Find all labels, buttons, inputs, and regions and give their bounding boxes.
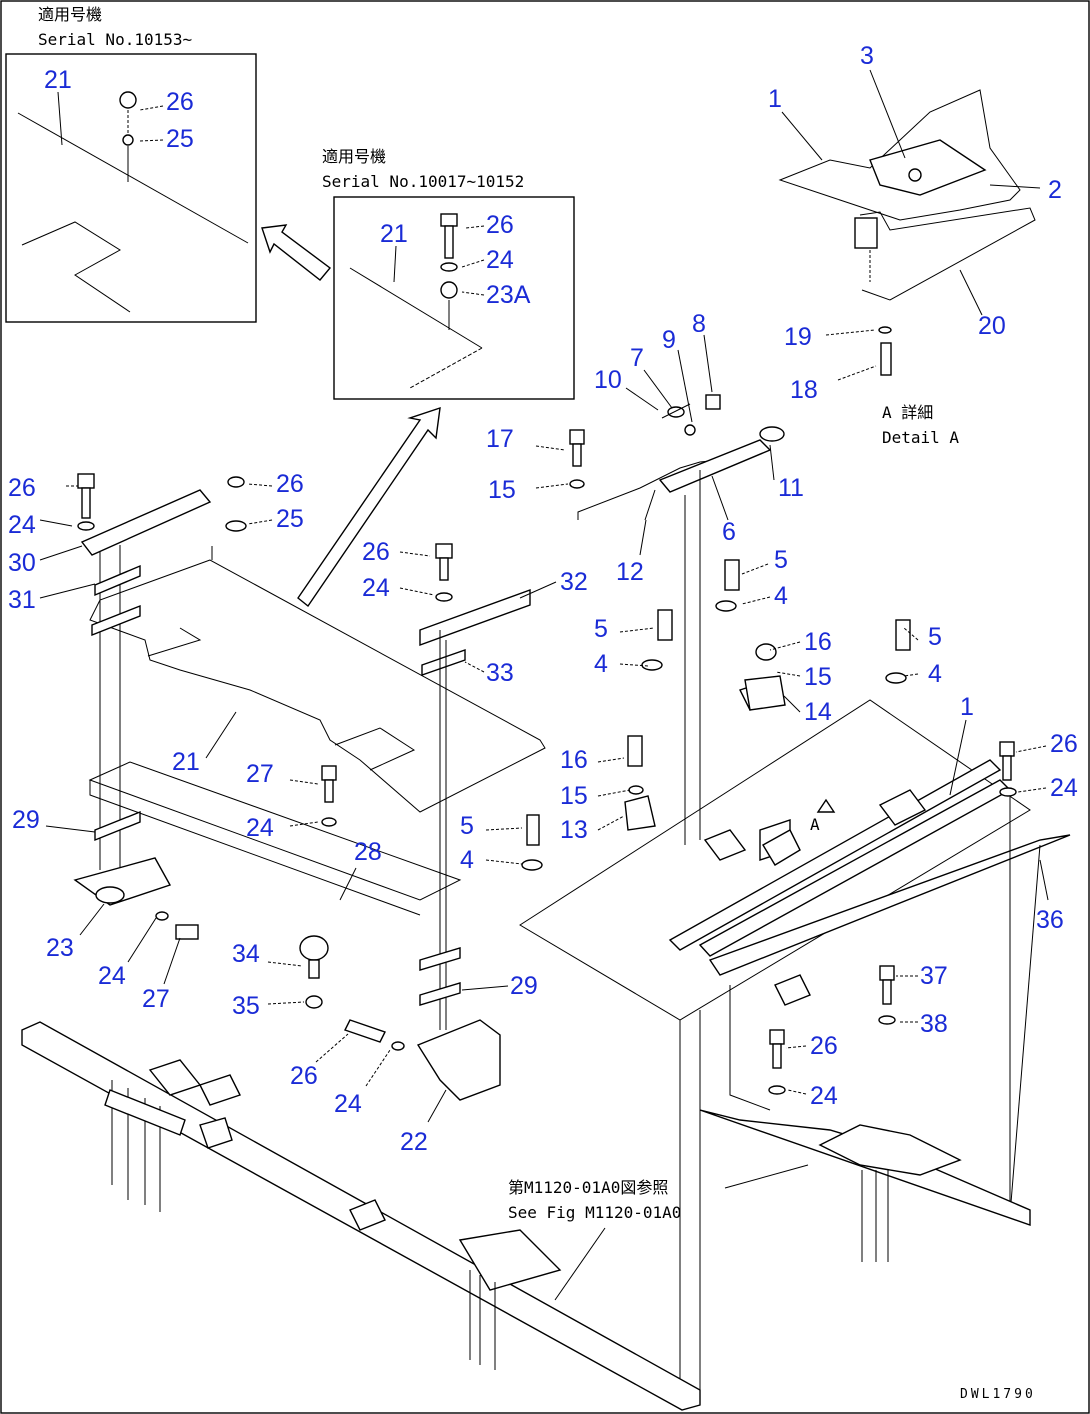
detail-a-drawing [778,89,1036,376]
callout-24: 24 [362,574,390,602]
callout-25: 25 [276,505,304,533]
see-fig-jp-note: 第M1120-01A0図参照 [508,1178,668,1197]
callout-20: 20 [978,312,1006,340]
callout-4: 4 [928,660,942,688]
callout-27: 27 [142,985,170,1013]
leader-lines [39,69,1049,1123]
callout-26: 26 [486,211,514,239]
left-cover-assembly [73,473,546,1101]
arrow-to-left-inset [261,224,332,281]
callout-16: 16 [560,746,588,774]
inset-left-box [5,53,257,323]
bottom-frame-rails [21,1021,1031,1411]
callout-4: 4 [774,582,788,610]
callout-32: 32 [560,568,588,596]
callout-28: 28 [354,838,382,866]
right-floor-plate [519,559,1071,1408]
inset-mid-box [333,196,575,400]
inset-left-serial-note: Serial No.10153~ [38,30,192,49]
callout-26: 26 [166,88,194,116]
callout-24: 24 [246,814,274,842]
detail-a-marker-triangle [816,798,836,813]
callout-36: 36 [1036,906,1064,934]
inset-mid-drawing [349,213,483,389]
callout-6: 6 [722,518,736,546]
callout-26: 26 [8,474,36,502]
see-fig-leader-right [724,1164,809,1189]
callout-19: 19 [784,323,812,351]
callout-22: 22 [400,1128,428,1156]
callout-26: 26 [276,470,304,498]
callout-27: 27 [246,760,274,788]
inset-left-drawing [17,91,249,313]
callout-30: 30 [8,549,36,577]
callout-24: 24 [8,511,36,539]
callout-1: 1 [768,85,782,113]
see-fig-en-note: See Fig M1120-01A0 [508,1203,681,1222]
callout-37: 37 [920,962,948,990]
callout-4: 4 [594,650,608,678]
detail-a-jp-note: A 詳細 [882,403,933,422]
callout-3: 3 [860,42,874,70]
callout-11: 11 [778,474,804,502]
arrow-to-mid-inset [297,406,441,608]
callout-15: 15 [804,663,832,691]
callout-24: 24 [98,962,126,990]
callout-21: 21 [380,220,408,248]
inset-mid-serial-note: Serial No.10017~10152 [322,172,524,191]
callout-21: 21 [44,66,72,94]
callout-5: 5 [774,546,788,574]
callout-5: 5 [594,615,608,643]
callout-24: 24 [486,246,514,274]
callout-2: 2 [1048,176,1062,204]
callout-24: 24 [1050,774,1078,802]
callout-5: 5 [928,623,942,651]
callout-25: 25 [166,125,194,153]
callout-23: 23 [46,934,74,962]
callout-15: 15 [560,782,588,810]
callout-14: 14 [804,698,832,726]
callout-21: 21 [172,748,200,776]
callout-29: 29 [510,972,538,1000]
callout-1: 1 [960,693,974,721]
callout-26: 26 [810,1032,838,1060]
callout-10: 10 [594,366,622,394]
detail-a-marker: A [810,815,820,834]
callout-15: 15 [488,476,516,504]
callout-16: 16 [804,628,832,656]
callout-12: 12 [616,558,644,586]
callout-9: 9 [662,326,676,354]
callout-4: 4 [460,846,474,874]
callout-18: 18 [790,376,818,404]
callout-26: 26 [362,538,390,566]
callout-26: 26 [1050,730,1078,758]
callout-26: 26 [290,1062,318,1090]
callout-34: 34 [232,940,260,968]
detail-a-en-note: Detail A [882,428,959,447]
see-fig-leader-down [554,1227,606,1301]
drawing-code: DWL1790 [960,1387,1036,1402]
callout-17: 17 [486,425,514,453]
callout-7: 7 [630,344,644,372]
callout-5: 5 [460,812,474,840]
callout-33: 33 [486,659,514,687]
linkage-assembly [569,394,785,845]
callout-35: 35 [232,992,260,1020]
inset-left-jp-note: 適用号機 [38,5,102,24]
callout-13: 13 [560,816,588,844]
callout-29: 29 [12,806,40,834]
callout-8: 8 [692,310,706,338]
callout-23a: 23A [486,281,531,309]
inset-mid-jp-note: 適用号機 [322,147,386,166]
callout-24: 24 [810,1082,838,1110]
callout-labels: 21 26 25 21 26 24 23A 3 1 2 20 19 18 8 9… [8,42,1078,1156]
callout-31: 31 [8,586,36,614]
callout-38: 38 [920,1010,948,1038]
callout-24: 24 [334,1090,362,1118]
